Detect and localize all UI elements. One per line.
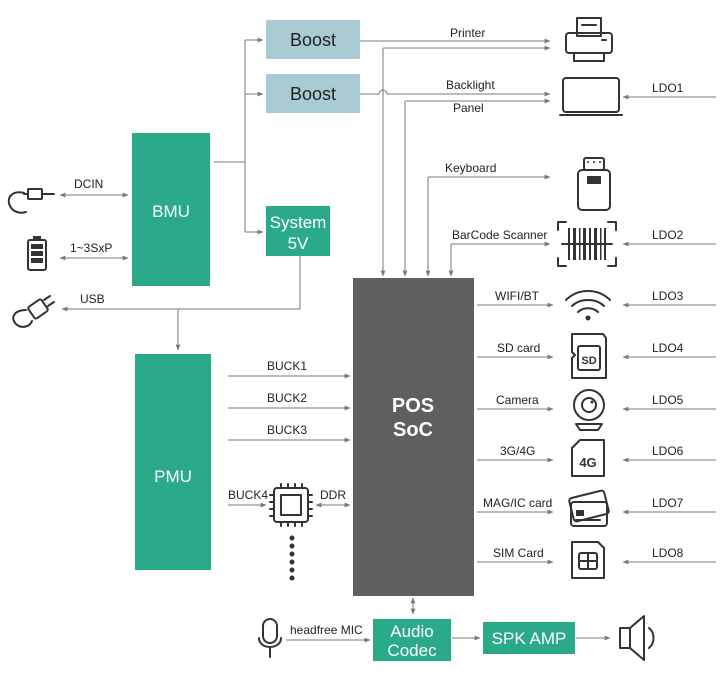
sim-label: SIM Card: [493, 546, 544, 560]
dcin-label: DCIN: [74, 177, 103, 191]
buck3-label: BUCK3: [267, 423, 307, 437]
printer-icon: [565, 17, 613, 62]
system5v-block: System 5V: [266, 206, 330, 256]
wifi-label: WIFI/BT: [495, 289, 540, 303]
line-labels: DCIN 1~3SxP USB Printer Backlight Panel …: [70, 26, 552, 637]
soc-label-2: SoC: [393, 419, 433, 441]
connector-lines: [59, 37, 716, 643]
ldo7-label: LDO7: [652, 496, 684, 510]
payment-card-icon: [568, 489, 610, 527]
speaker-icon: [619, 615, 655, 661]
barcode-label: BarCode Scanner: [452, 228, 547, 242]
system5v-label-1: System: [270, 213, 327, 232]
buck4-label: BUCK4: [228, 488, 268, 502]
camera-label: Camera: [496, 393, 539, 407]
audio-label-2: Codec: [387, 641, 437, 660]
ddr-label: DDR: [320, 488, 346, 502]
ldo4-label: LDO4: [652, 341, 684, 355]
memory-chip-icon: [269, 483, 313, 527]
ldo6-label: LDO6: [652, 444, 684, 458]
barcode-scanner-icon: [557, 221, 617, 267]
display-icon: [559, 77, 623, 116]
ldo5-label: LDO5: [652, 393, 684, 407]
4g-module-text: 4G: [579, 455, 596, 470]
sd-label: SD card: [497, 341, 540, 355]
sd-card-text: SD: [581, 355, 596, 367]
spk-amp-label: SPK AMP: [492, 629, 567, 648]
ldo3-label: LDO3: [652, 289, 684, 303]
sd-card-icon: SD: [571, 333, 607, 379]
pmu-block: PMU: [135, 354, 211, 570]
ldo2-label: LDO2: [652, 228, 684, 242]
wifi-icon: [565, 290, 611, 321]
battery-label: 1~3SxP: [70, 241, 112, 255]
more-items-dots: [289, 535, 295, 581]
soc-block: POS SoC: [353, 278, 474, 596]
sim-card-icon: [571, 541, 605, 579]
webcam-icon: [573, 389, 605, 431]
microphone-icon: [258, 618, 282, 658]
spk-amp-block: SPK AMP: [483, 622, 575, 654]
boost1-label: Boost: [290, 30, 336, 50]
dc-plug-icon: [7, 188, 55, 214]
panel-label: Panel: [453, 101, 484, 115]
mic-label: headfree MIC: [290, 623, 363, 637]
backlight-line: [360, 89, 551, 97]
system5v-label-2: 5V: [288, 234, 309, 253]
usb-plug-icon: [12, 295, 55, 328]
printer-label: Printer: [450, 26, 485, 40]
4g-module-icon: 4G: [571, 439, 605, 477]
bmu-block: BMU: [132, 133, 210, 286]
mag-label: MAG/IC card: [483, 496, 552, 510]
bmu-label: BMU: [152, 202, 190, 221]
ldo8-label: LDO8: [652, 546, 684, 560]
keyboard-label: Keyboard: [445, 161, 496, 175]
boost1-block: Boost: [266, 20, 360, 59]
buck2-label: BUCK2: [267, 391, 307, 405]
battery-icon: [27, 236, 47, 271]
usb-label: USB: [80, 292, 105, 306]
backlight-label: Backlight: [446, 78, 495, 92]
keypad-icon: [577, 157, 611, 211]
soc-label-1: POS: [392, 395, 434, 417]
buck1-label: BUCK1: [267, 359, 307, 373]
pmu-label: PMU: [154, 467, 192, 486]
boost2-label: Boost: [290, 84, 336, 104]
audio-label-1: Audio: [390, 622, 433, 641]
ldo-labels: LDO1 LDO2 LDO3 LDO4 LDO5 LDO6 LDO7 LDO8: [652, 81, 684, 560]
boost2-block: Boost: [266, 74, 360, 113]
g34-label: 3G/4G: [500, 444, 535, 458]
ldo1-label: LDO1: [652, 81, 684, 95]
audio-codec-block: Audio Codec: [373, 619, 451, 661]
